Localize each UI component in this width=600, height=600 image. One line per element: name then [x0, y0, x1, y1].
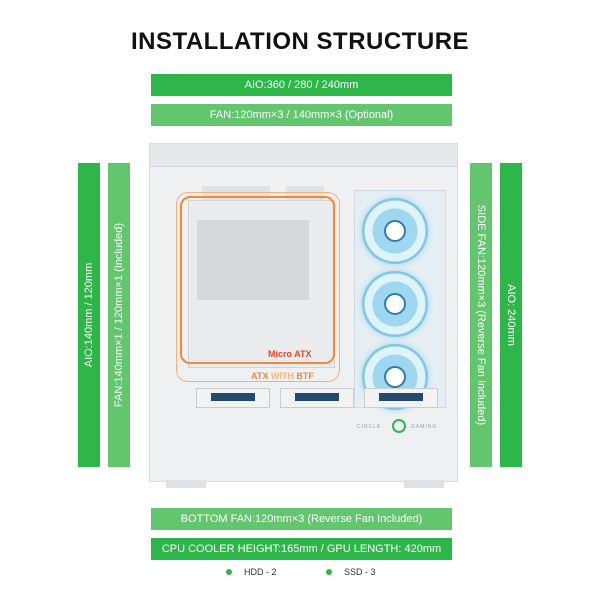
atx-prefix: ATX	[251, 371, 271, 381]
motherboard-cutout	[197, 220, 309, 300]
aio-top-label: AIO:360 / 280 / 240mm	[244, 79, 359, 91]
aio-left-label: AIO:140mm / 120mm	[83, 262, 95, 368]
page-title: INSTALLATION STRUCTURE	[130, 28, 470, 55]
hdd-legend-label: HDD - 2	[244, 567, 277, 577]
case-foot	[404, 480, 444, 488]
side-fan-right-label: SIDE FAN:120mm×3 (Reverse Fan Included)	[475, 204, 487, 426]
brand-logo-icon	[392, 419, 406, 433]
fan-icon	[362, 271, 428, 337]
atx-btf: BTF	[293, 371, 314, 381]
aio-left-bar: AIO:140mm / 120mm	[78, 163, 100, 467]
micro-atx-label: Micro ATX	[268, 349, 312, 359]
bullet-icon	[226, 569, 232, 575]
bottom-fan-bar: BOTTOM FAN:120mm×3 (Reverse Fan Included…	[151, 508, 452, 530]
bottom-fan-slot	[280, 388, 354, 408]
brand-text-left: CIRCLE	[357, 424, 382, 430]
cooler-gpu-label: CPU COOLER HEIGHT:165mm / GPU LENGTH: 42…	[161, 543, 442, 555]
case-foot	[166, 480, 206, 488]
aio-right-label: AIO: 240mm	[505, 284, 517, 346]
brand-text-right: GAMING	[411, 424, 438, 430]
atx-with: WITH	[270, 371, 294, 381]
cooler-gpu-bar: CPU COOLER HEIGHT:165mm / GPU LENGTH: 42…	[151, 538, 452, 560]
fan-top-label: FAN:120mm×3 / 140mm×3 (Optional)	[209, 109, 394, 121]
bottom-fan-label: BOTTOM FAN:120mm×3 (Reverse Fan Included…	[180, 513, 423, 525]
case-top-panel	[150, 144, 457, 167]
fan-icon	[362, 198, 428, 264]
micro-atx-outline	[180, 196, 335, 364]
fan-left-bar: FAN:140mm×1 / 120mm×1 (Included)	[108, 163, 130, 467]
bullet-icon	[326, 569, 332, 575]
aio-right-bar: AIO: 240mm	[500, 163, 522, 467]
ssd-legend-label: SSD - 3	[344, 567, 376, 577]
fan-top-bar: FAN:120mm×3 / 140mm×3 (Optional)	[151, 104, 452, 126]
aio-top-bar: AIO:360 / 280 / 240mm	[151, 74, 452, 96]
hdd-legend: HDD - 2	[226, 567, 277, 577]
atx-btf-label: ATX WITH BTF	[251, 371, 314, 381]
bottom-fan-slot	[364, 388, 438, 408]
ssd-legend: SSD - 3	[326, 567, 376, 577]
fan-left-label: FAN:140mm×1 / 120mm×1 (Included)	[113, 222, 125, 408]
atx-outline	[176, 192, 340, 382]
bottom-fan-slot	[196, 388, 270, 408]
side-fan-right-bar: SIDE FAN:120mm×3 (Reverse Fan Included)	[470, 163, 492, 467]
